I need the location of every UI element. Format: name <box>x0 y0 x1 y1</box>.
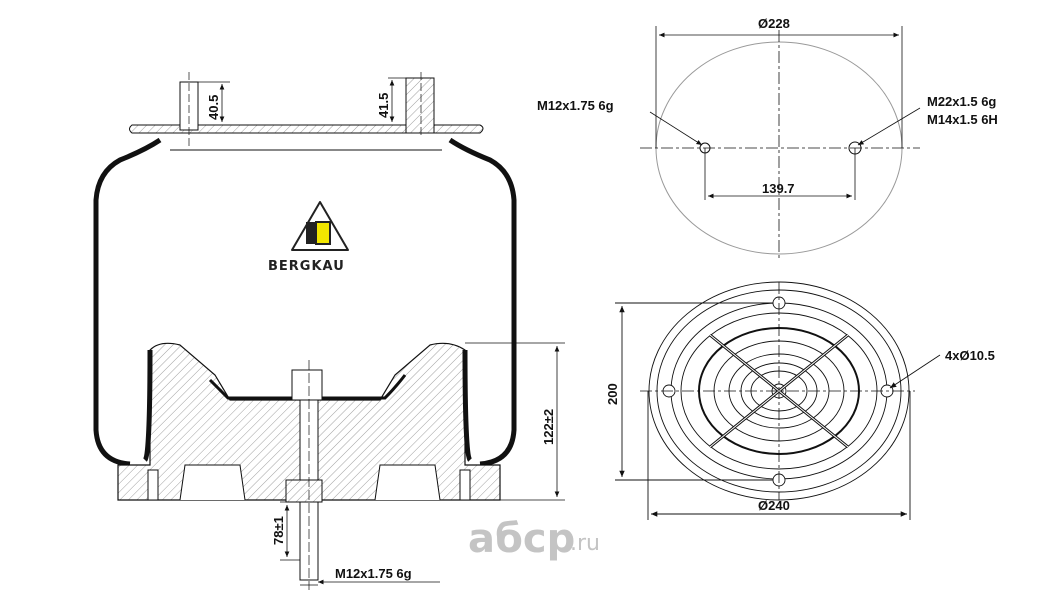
top-view <box>640 26 921 258</box>
bottom-view <box>615 281 941 520</box>
dim-right-stud: 41.5 <box>376 93 391 118</box>
dim-piston-height: 122±2 <box>541 409 556 445</box>
brand-name: BERGKAU <box>268 259 345 274</box>
thread-right-label-2: M14x1.5 6H <box>927 112 998 127</box>
watermark-main: aбcp <box>468 516 575 562</box>
thread-right-label-1: M22x1.5 6g <box>927 94 996 109</box>
right-stud <box>405 77 435 134</box>
dim-bottom-stud: 78±1 <box>271 516 286 545</box>
bottom-height: 200 <box>605 383 620 405</box>
bottom-thread-label: M12x1.75 6g <box>335 566 412 581</box>
bottom-diameter: Ø240 <box>758 498 790 513</box>
watermark-suffix: .ru <box>570 531 600 556</box>
hole-spacing: 139.7 <box>762 181 795 196</box>
holes-label: 4xØ10.5 <box>945 348 995 363</box>
thread-left-label: M12x1.75 6g <box>537 98 614 113</box>
bergkau-logo <box>291 201 349 251</box>
side-view <box>93 72 565 590</box>
top-diameter: Ø228 <box>758 16 790 31</box>
dim-left-stud: 40.5 <box>206 95 221 120</box>
